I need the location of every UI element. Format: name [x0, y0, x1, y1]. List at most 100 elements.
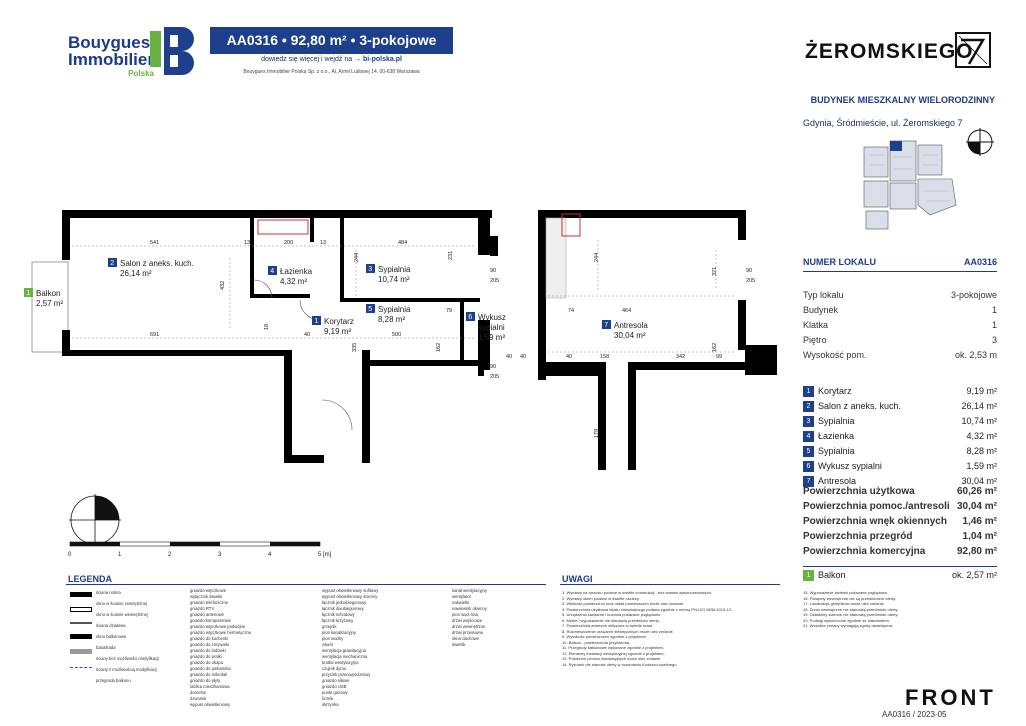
- dimension-lines: [72, 240, 736, 353]
- room-number-badge: 1: [803, 386, 814, 398]
- room-number-badge: 6: [803, 461, 814, 473]
- walls-main: [62, 210, 498, 463]
- room-number-badge: 7: [803, 476, 814, 488]
- legend-divider: [66, 584, 546, 585]
- legend-item: łącznik krzyżowy: [322, 618, 354, 623]
- unit-number-value: AA0316: [963, 257, 997, 267]
- unit-number-row: NUMER LOKALU AA0316: [803, 257, 997, 272]
- room-number-badge: 5: [803, 446, 814, 458]
- legend-item: czujnik dymu: [322, 666, 347, 671]
- legend-item: wentylacja grawitacyjna: [322, 648, 366, 653]
- legend-item: wypust oświetleniowy: [190, 702, 231, 707]
- dimension-label: 342: [676, 354, 685, 360]
- legend-item: gniazdo USB: [322, 684, 347, 689]
- note-item: 16. Parapety wewnętrzne nie są przedmiot…: [803, 595, 897, 601]
- dimension-label: 231: [448, 251, 454, 260]
- legend-item: łącznik schodowy: [322, 612, 355, 617]
- plan-room-area: 8,28 m²: [378, 315, 405, 324]
- dimension-label: 13: [320, 240, 326, 246]
- note-item: 18. Drzwi wewnętrzne nie stanowią przedm…: [803, 606, 899, 612]
- plan-room-badge: [312, 316, 321, 325]
- legend-item: tablica mieszkaniowa: [190, 684, 230, 689]
- plan-room-area: 9,19 m²: [324, 327, 351, 336]
- legend-item: ściana działowa: [96, 623, 126, 628]
- dimension-label: 74: [568, 308, 574, 314]
- dimension-label: 205: [490, 278, 499, 284]
- scale-tick-label: 5 [m]: [318, 552, 332, 558]
- legend-item: gniazdo wtyczkowe podwójne: [190, 624, 246, 629]
- logo-line-2: Immobilier: [68, 50, 154, 69]
- legend-item: kanał wentylacyjny: [452, 588, 487, 593]
- plan-room-badge: [366, 304, 375, 313]
- legend-item: dzwonek: [190, 696, 207, 701]
- legend-item: wyłącznik światła: [190, 594, 222, 599]
- legend-item: gniazdo wtyczkowe hermetyczne: [190, 630, 252, 635]
- legend-item: gniazdo do płyty: [190, 678, 221, 683]
- note-item: 19. Okładziny ścienne nie stanowią przed…: [803, 612, 899, 617]
- plan-room-name: Balkon: [36, 289, 60, 298]
- balcony-outline: [31, 261, 69, 353]
- website-link[interactable]: bi-polska.pl: [363, 56, 402, 63]
- scale-tick-label: 3: [218, 552, 222, 558]
- legend-item: łącznik dwubiegunowy: [322, 606, 364, 611]
- note-item: 15. Wyposażenie łazienki pokazane pogląd…: [803, 590, 889, 595]
- note-item: 17. Lokalizacja grzejników może ulec zmi…: [803, 601, 885, 606]
- plan-room-name: Wykusz: [478, 313, 506, 322]
- legend-item: pion kanalizacyjny: [322, 630, 356, 635]
- legend-item: ściany bez możliwości modyfikacji: [96, 656, 160, 661]
- legend-item: skrzynka: [322, 702, 339, 707]
- vent-shafts: [257, 213, 581, 237]
- legend-item: wypust oświetleniowy sufitowy: [322, 588, 379, 593]
- note-item: 5. Urządzenia sanitarne i kuchnia pokaza…: [562, 612, 662, 617]
- balcony-area: ok. 2,57 m²: [951, 570, 997, 580]
- room-number-badge: 4: [803, 431, 814, 443]
- note-item: 13. Położenie pionów instalacyjnych może…: [562, 656, 662, 661]
- legend-item: domofon: [190, 690, 207, 695]
- plan-room-area: 10,74 m²: [378, 275, 410, 284]
- plan-room-area: 4,32 m²: [280, 277, 307, 286]
- legend-item: gniazdo telefoniczne: [190, 600, 229, 605]
- legend-item: wypust oświetleniowy ścienny: [322, 594, 378, 599]
- dimension-label: 484: [398, 240, 407, 246]
- plan-room-number: 1: [26, 290, 30, 297]
- note-item: 10. Balkon - powierzchnia przybliżona.: [562, 639, 631, 645]
- notes-list-right: 15. Wyposażenie łazienki pokazane pogląd…: [803, 590, 997, 629]
- unit-number-label: NUMER LOKALU: [803, 257, 876, 267]
- legend-item: wentylator: [452, 594, 472, 599]
- note-item: 9. Wysokość pomieszczeń zgodnie z projek…: [562, 634, 648, 639]
- legend-item: naświetle: [452, 600, 470, 605]
- legend-item: okno balkonowe: [96, 634, 127, 639]
- dimension-label: 244: [594, 253, 600, 262]
- note-item: 3. Wielkość powierzchni oraz układ pomie…: [562, 601, 685, 606]
- note-item: 1. Wymiary na rysunku podane w świetle k…: [562, 590, 713, 595]
- notes-list-left: 1. Wymiary na rysunku podane w świetle k…: [562, 590, 782, 667]
- dimension-label: 90: [746, 268, 752, 274]
- dimension-label: 432: [220, 281, 226, 290]
- note-item: 7. Powierzchnia antresoli obliczona w św…: [562, 623, 654, 628]
- plan-room-number: 4: [270, 268, 274, 275]
- plan-room-badge: [366, 264, 375, 273]
- legend-item: drzwi przesuwne: [452, 630, 484, 635]
- plan-room-number: 1: [314, 318, 318, 325]
- legend-item: zawór: [322, 642, 334, 647]
- plan-room-name: Łazienka: [280, 267, 313, 276]
- legend-item: gniazdo do pralki: [190, 654, 222, 659]
- dimension-label: 162: [712, 343, 718, 352]
- legend-item: gniazdo do lodówki: [190, 648, 226, 653]
- plan-room-number: 7: [604, 322, 608, 329]
- dimension-label: 158: [600, 354, 609, 360]
- legend-item: grzejnik: [322, 624, 337, 629]
- plan-room-badge: [268, 266, 277, 275]
